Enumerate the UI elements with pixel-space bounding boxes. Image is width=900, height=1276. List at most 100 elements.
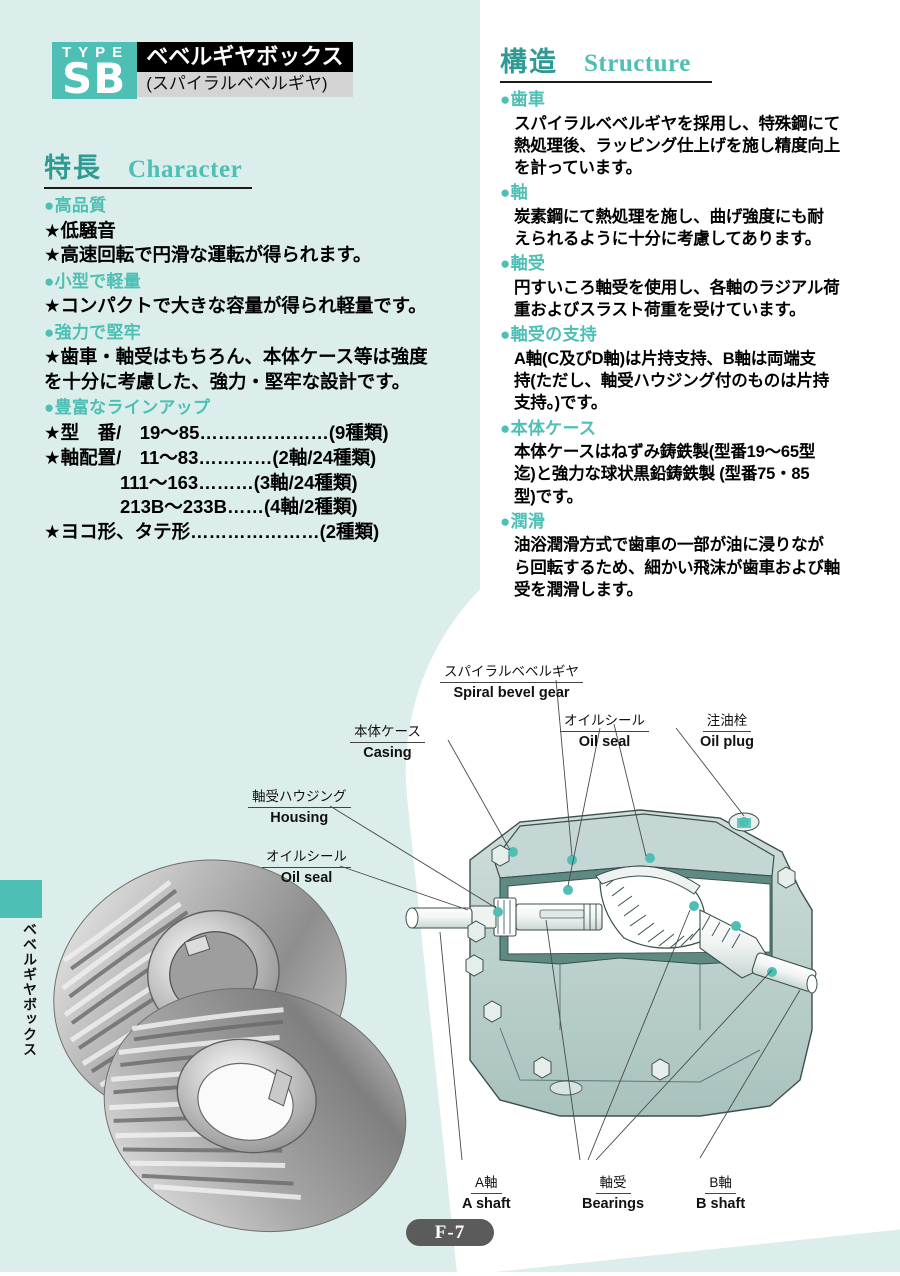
lineup-row-value: (2軸/24種類) [272,446,377,468]
lineup-bullet: ●豊富なラインアップ [44,398,211,418]
structure-item-line: ら回転するため、細かい飛沫が歯車および軸 [514,558,841,577]
structure-item-bullet: ●軸受の支持 [500,325,598,345]
structure-item-line: 持(ただし、軸受ハウジング付のものは片持 [514,372,829,391]
lineup-row-value: (3軸/24種類) [253,471,358,493]
logo-text-block: ベベルギヤボックス (スパイラルベベルギヤ) [137,42,353,99]
lineup-row: 111〜163………(3軸/24種類) [44,471,436,496]
character-feature-line: ★歯車・軸受はもちろん、本体ケース等は強度 [44,346,428,368]
logo-product-subtitle: (スパイラルベベルギヤ) [137,72,353,97]
callout-leader-lines [329,679,801,1161]
structure-item-line: 迄)と強力な球状黒鉛鋳鉄製 (型番75・85 [514,465,810,484]
character-feature-line: ★高速回転で円滑な運転が得られます。 [44,244,372,266]
callout-label-jp: A軸 [471,1175,502,1194]
character-feature-line: ★コンパクトで大きな容量が得られ軽量です。 [44,295,427,317]
structure-item-line: 円すいころ軸受を使用し、各軸のラジアル荷 [514,278,840,297]
character-feature-line: を十分に考慮した、強力・堅牢な設計です。 [44,370,411,392]
lineup-row-label: 111〜163 [120,471,199,493]
structure-item-line: 油浴潤滑方式で歯車の一部が油に浸りなが [514,536,824,555]
lineup-row-dots: ……… [198,471,254,493]
a-shaft-assembly [405,897,603,937]
structure-item-line: 本体ケースはねずみ鋳鉄製(型番19〜65型 [514,443,816,462]
structure-item-bullet: ●本体ケース [500,418,597,438]
callout-label-en: B shaft [696,1195,746,1212]
callout-label-en: Oil plug [700,733,754,750]
page-number-badge: F-7 [406,1219,494,1246]
callout-label-en: Casing [363,744,412,761]
lineup-row-value: (2種類) [319,521,380,543]
structure-item-line: 重およびスラスト荷重を受けています。 [514,301,806,320]
lineup-row: ★ヨコ形、タテ形…………………(2種類) [44,520,436,545]
character-group-bullet: ●強力で堅牢 [44,322,142,342]
character-group-bullet: ●高品質 [44,196,107,215]
lineup-row-label: ★型 番/ 19〜85 [44,421,200,443]
callout-label-jp: 軸受ハウジング [248,789,351,808]
structure-item-bullet: ●軸 [500,183,528,203]
callout-label-en: Oil seal [280,869,333,886]
callout-label-en: Oil seal [578,733,631,750]
lineup-row-value: (9種類) [328,421,389,443]
lineup-row-label: ★軸配置/ 11〜83 [44,446,199,468]
logo-model-block: TYPE SB [52,42,138,103]
structure-item-line: 型)です。 [514,487,583,506]
structure-item-line: えられるように十分に考慮してあります。 [514,230,822,249]
lineup-row-value: (4軸/2種類) [263,496,358,518]
structure-item-line: A軸(C及びD軸)は片持支持、B軸は両端支 [514,349,816,368]
callout-label-jp: 軸受 [595,1175,631,1194]
callout-label-jp: オイルシール [560,713,649,732]
structure-item-bullet: ●軸受 [500,254,546,274]
callout-label-jp: B軸 [705,1175,736,1194]
ring-gear [595,865,706,949]
callout-label-jp: 注油栓 [702,713,752,732]
lineup-row: ★型 番/ 19〜85…………………(9種類) [44,421,436,446]
logo-type-label: TYPE [62,44,130,61]
logo-model-label: SB [62,54,127,103]
callout-label-en: Spiral bevel gear [453,684,570,701]
callout-label-en: A shaft [462,1195,511,1212]
structure-heading-jp: 構造 [500,47,558,77]
product-logo: TYPE SB ベベルギヤボックス (スパイラルベベルギヤ) [52,42,353,99]
b-shaft-assembly [699,909,818,994]
callout-label-jp: オイルシール [262,849,351,868]
structure-section-body: ●歯車スパイラルベベルギヤを採用し、特殊鋼にて熱処理後、ラッピング仕上げを施し精… [500,86,848,601]
page-background-mint-top [0,0,480,660]
structure-item-bullet: ●歯車 [500,90,546,109]
lineup-row: 213B〜233B……(4軸/2種類) [44,495,436,520]
character-group-bullet: ●小型で軽量 [44,271,142,291]
character-heading-en: Character [128,156,243,183]
callout-label-jp: 本体ケース [350,724,425,743]
logo-product-name: ベベルギヤボックス [137,42,353,73]
structure-item-line: 受を潤滑します。 [514,580,643,599]
character-section-body: ●高品質 ★低騒音 ★高速回転で円滑な運転が得られます。 ●小型で軽量 ★コンパクトで大… [44,192,436,545]
gearbox-cutaway-drawing [329,679,818,1161]
callout-label-en: Housing [270,809,329,826]
lineup-row-dots: ………………… [199,421,329,443]
character-section-heading: 特長 Character [44,146,252,189]
structure-item-line: 炭素鋼にて熱処理を施し、曲げ強度にも耐 [514,207,824,226]
diagram-svg [53,679,818,1233]
character-feature-line: ★低騒音 [44,219,116,241]
side-tab-color-block [0,880,42,918]
callout-label-jp: スパイラルベベルギヤ [440,664,583,683]
structure-section-heading: 構造 Structure [500,40,712,83]
structure-heading-en: Structure [584,50,691,77]
structure-item-bullet: ●潤滑 [500,511,546,531]
character-heading-jp: 特長 [44,153,102,183]
lineup-row-label: ★ヨコ形、タテ形 [44,521,191,543]
lineup-row-dots: ………… [198,446,273,468]
structure-item-line: を計っています。 [514,159,642,178]
lineup-row: ★軸配置/ 11〜83…………(2軸/24種類) [44,446,436,471]
structure-item-line: 熱処理後、ラッピング仕上げを施し精度向上 [514,136,841,155]
callout-label-en: Bearings [582,1195,645,1212]
structure-item-line: スパイラルベベルギヤを採用し、特殊鋼にて [514,114,841,133]
casing-bolts [465,844,796,1081]
structure-item-line: 支持。)です。 [514,394,608,413]
